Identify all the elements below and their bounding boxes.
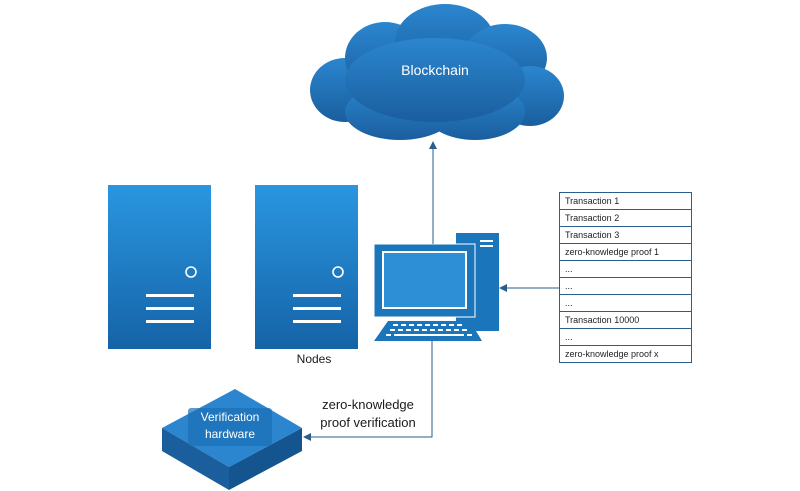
list-item: ... [559,277,692,295]
zk-verification-label: zero-knowledge proof verification [300,396,436,432]
blockchain-cloud [310,4,564,140]
list-item: ... [559,260,692,278]
transaction-cell: zero-knowledge proof x [559,345,692,363]
computer-icon [373,233,499,341]
nodes-label: Nodes [296,352,332,366]
transaction-cell: ... [559,277,692,295]
hardware-label-line1: Verification [200,410,260,424]
list-item: ... [559,294,692,312]
list-item: zero-knowledge proof x [559,345,692,363]
list-item: Transaction 10000 [559,311,692,329]
arrow-to-hardware [303,341,433,441]
node-server-2 [255,185,358,349]
verification-hardware [162,389,302,490]
list-item: zero-knowledge proof 1 [559,243,692,261]
transaction-cell: Transaction 10000 [559,311,692,329]
list-item: Transaction 3 [559,226,692,244]
hardware-label-line2: hardware [204,427,256,441]
zk-label-line1: zero-knowledge [322,397,414,412]
blockchain-label: Blockchain [401,62,469,78]
list-item: ... [559,328,692,346]
transaction-cell: Transaction 2 [559,209,692,227]
transaction-cell: ... [559,328,692,346]
transaction-list: Transaction 1 Transaction 2 Transaction … [559,192,692,363]
transaction-cell: zero-knowledge proof 1 [559,243,692,261]
hardware-label: Verification hardware [185,409,275,443]
list-item: Transaction 1 [559,192,692,210]
transaction-cell: Transaction 3 [559,226,692,244]
transaction-cell: ... [559,294,692,312]
zk-label-line2: proof verification [320,415,416,430]
transaction-cell: Transaction 1 [559,192,692,210]
list-item: Transaction 2 [559,209,692,227]
transaction-cell: ... [559,260,692,278]
node-server-1 [108,185,211,349]
